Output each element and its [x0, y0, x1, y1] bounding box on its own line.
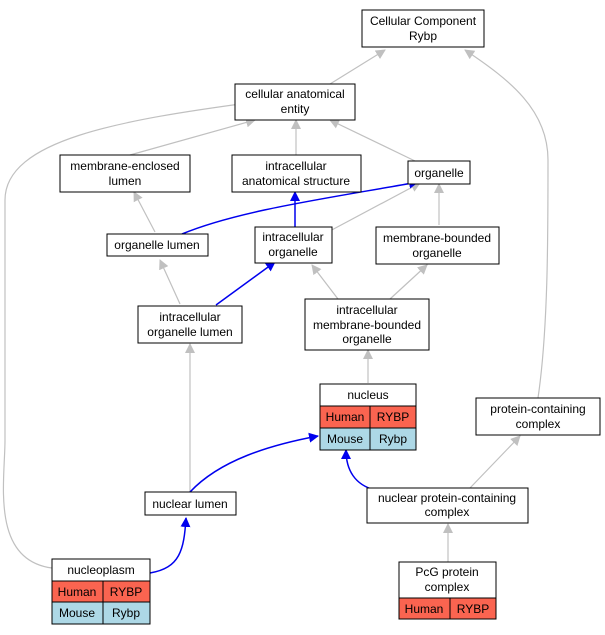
- edge-imbo-to-io: [311, 264, 339, 300]
- svg-text:Mouse: Mouse: [327, 432, 363, 446]
- node-intracellular-membrane-bounded-organelle[interactable]: intracellular membrane-bounded organelle: [304, 298, 430, 351]
- svg-text:Rybp: Rybp: [112, 606, 140, 620]
- svg-text:complex: complex: [425, 580, 470, 594]
- edge-cae-to-cc: [329, 49, 386, 85]
- svg-text:membrane-enclosed: membrane-enclosed: [70, 159, 179, 173]
- node-membrane-bounded-organelle[interactable]: membrane-bounded organelle: [375, 226, 500, 265]
- svg-text:membrane-bounded: membrane-bounded: [313, 318, 421, 332]
- svg-text:intracellular: intracellular: [336, 303, 397, 317]
- svg-text:RYBP: RYBP: [110, 585, 142, 599]
- svg-text:cellular anatomical: cellular anatomical: [245, 87, 344, 101]
- svg-text:membrane-bounded: membrane-bounded: [383, 231, 491, 245]
- node-nucleoplasm[interactable]: nucleoplasm Human RYBP Mouse Rybp: [51, 558, 151, 625]
- svg-text:anatomical structure: anatomical structure: [242, 174, 350, 188]
- svg-text:organelle: organelle: [412, 246, 462, 260]
- svg-text:organelle: organelle: [342, 332, 392, 346]
- svg-text:intracellular: intracellular: [265, 159, 326, 173]
- svg-text:intracellular: intracellular: [159, 310, 220, 324]
- svg-text:organelle: organelle: [414, 166, 464, 180]
- edge-nucleoplasm-to-nl: [149, 517, 191, 574]
- node-nucleus[interactable]: nucleus Human RYBP Mouse Rybp: [319, 383, 417, 451]
- node-protein-containing-complex[interactable]: protein-containing complex: [475, 397, 601, 436]
- edge-organelle-to-cae: [329, 119, 416, 162]
- edge-ol-to-mel: [133, 191, 156, 233]
- svg-text:nucleus: nucleus: [347, 388, 388, 402]
- svg-text:complex: complex: [516, 417, 561, 431]
- svg-text:Cellular Component: Cellular Component: [370, 14, 477, 28]
- edge-pcc-to-cc: [464, 49, 549, 399]
- nucleus-row-mouse: Mouse Rybp: [319, 427, 417, 451]
- edge-iol-to-io: [215, 261, 276, 306]
- node-intracellular-organelle[interactable]: intracellular organelle: [254, 226, 333, 264]
- node-membrane-enclosed-lumen[interactable]: membrane-enclosed lumen: [59, 154, 191, 193]
- svg-text:Human: Human: [58, 585, 97, 599]
- edge-ol-to-organelle: [181, 178, 419, 235]
- svg-text:Human: Human: [405, 602, 444, 616]
- edge-iol-to-ol: [159, 259, 181, 305]
- edges: [2, 49, 549, 574]
- nucleoplasm-row-mouse: Mouse Rybp: [51, 601, 151, 625]
- node-nuclear-protein-containing-complex[interactable]: nuclear protein-containing complex: [366, 487, 529, 524]
- svg-text:PcG protein: PcG protein: [415, 565, 478, 579]
- svg-text:RYBP: RYBP: [377, 410, 409, 424]
- svg-text:nucleoplasm: nucleoplasm: [67, 563, 134, 577]
- node-pcg-protein-complex[interactable]: PcG protein complex Human RYBP: [398, 561, 497, 620]
- svg-text:RYBP: RYBP: [457, 602, 489, 616]
- svg-text:nuclear protein-containing: nuclear protein-containing: [378, 491, 516, 505]
- svg-text:organelle lumen: organelle lumen: [114, 238, 199, 252]
- svg-text:complex: complex: [425, 505, 470, 519]
- pcg-row-human: Human RYBP: [398, 597, 497, 620]
- node-cellular-anatomical-entity[interactable]: cellular anatomical entity: [234, 83, 356, 121]
- svg-text:Human: Human: [326, 410, 365, 424]
- svg-text:Rybp: Rybp: [379, 432, 407, 446]
- edge-npcc-to-nucleus: [341, 449, 376, 491]
- node-intracellular-organelle-lumen[interactable]: intracellular organelle lumen: [137, 305, 243, 344]
- node-organelle-lumen[interactable]: organelle lumen: [106, 233, 209, 257]
- edge-nucleoplasm-to-cae: [2, 98, 256, 569]
- svg-text:nuclear lumen: nuclear lumen: [152, 497, 227, 511]
- node-nuclear-lumen[interactable]: nuclear lumen: [144, 491, 237, 516]
- nucleoplasm-row-human: Human RYBP: [51, 580, 151, 603]
- node-intracellular-anatomical-structure[interactable]: intracellular anatomical structure: [231, 154, 362, 193]
- edge-io-to-organelle: [327, 182, 421, 233]
- node-cellular-component[interactable]: Cellular Component Rybp: [361, 9, 485, 48]
- svg-text:organelle lumen: organelle lumen: [147, 325, 232, 339]
- svg-text:intracellular: intracellular: [262, 230, 323, 244]
- edge-npcc-to-pcc: [469, 435, 521, 489]
- svg-text:Rybp: Rybp: [409, 29, 437, 43]
- edge-imbo-to-mbo: [389, 264, 428, 300]
- edge-nl-to-nucleus: [189, 432, 319, 493]
- svg-text:lumen: lumen: [109, 174, 142, 188]
- nucleus-row-human: Human RYBP: [319, 405, 417, 429]
- edge-mel-to-cae: [129, 117, 256, 156]
- svg-text:organelle: organelle: [268, 245, 318, 259]
- svg-text:entity: entity: [281, 102, 310, 116]
- svg-text:protein-containing: protein-containing: [490, 402, 585, 416]
- svg-text:Mouse: Mouse: [59, 606, 95, 620]
- node-organelle[interactable]: organelle: [407, 160, 471, 185]
